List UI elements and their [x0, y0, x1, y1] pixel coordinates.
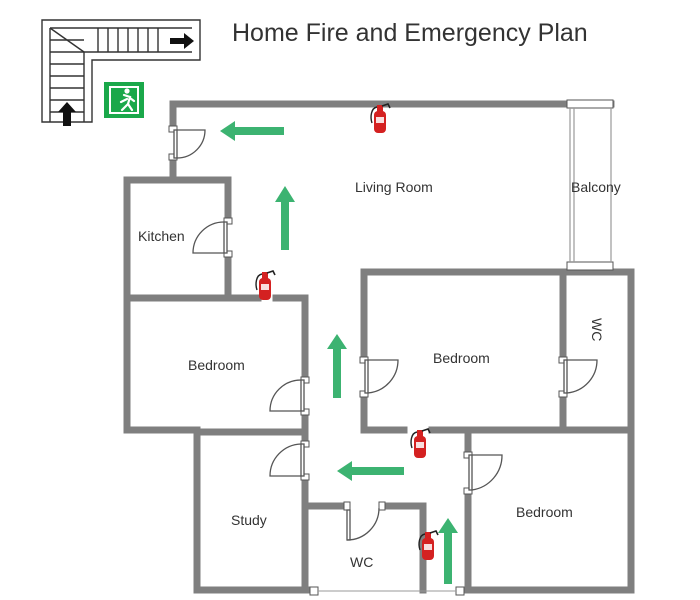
door-entrance[interactable]: [168, 125, 206, 161]
emergency-exit-sign-icon: [104, 82, 144, 118]
room-label-wc-right: WC: [589, 318, 605, 341]
door-bedroom-center[interactable]: [359, 356, 399, 398]
fire-extinguisher-icon: [255, 270, 276, 300]
door-bedroom-bottom[interactable]: [463, 451, 503, 495]
room-label-living-room: Living Room: [355, 179, 433, 195]
evacuation-arrow-icon: [337, 461, 404, 481]
fire-extinguisher-icon: [418, 530, 439, 560]
evacuation-arrow-icon: [438, 518, 458, 584]
staircase-icon: [41, 19, 201, 126]
evacuation-arrow-icon: [275, 186, 295, 250]
door-wc-right[interactable]: [558, 356, 598, 398]
room-label-wc-bottom: WC: [350, 554, 373, 570]
room-label-study: Study: [231, 512, 267, 528]
page-title: Home Fire and Emergency Plan: [232, 19, 588, 47]
evacuation-arrow-icon: [327, 334, 347, 398]
room-label-bedroom-center: Bedroom: [433, 350, 490, 366]
room-label-bedroom-bottom: Bedroom: [516, 504, 573, 520]
room-label-kitchen: Kitchen: [138, 228, 185, 244]
door-kitchen[interactable]: [192, 217, 233, 258]
balcony-frame: [566, 99, 614, 271]
door-study[interactable]: [269, 440, 310, 481]
fire-extinguisher-icon: [410, 428, 431, 458]
door-bedroom-left[interactable]: [269, 376, 310, 416]
room-label-balcony: Balcony: [571, 179, 621, 195]
bottom-openings: [309, 586, 465, 596]
walls: [123, 100, 635, 594]
fire-extinguisher-icon: [370, 103, 391, 133]
room-label-bedroom-left: Bedroom: [188, 357, 245, 373]
evacuation-arrow-icon: [220, 121, 284, 141]
door-wc-bottom[interactable]: [343, 501, 386, 541]
